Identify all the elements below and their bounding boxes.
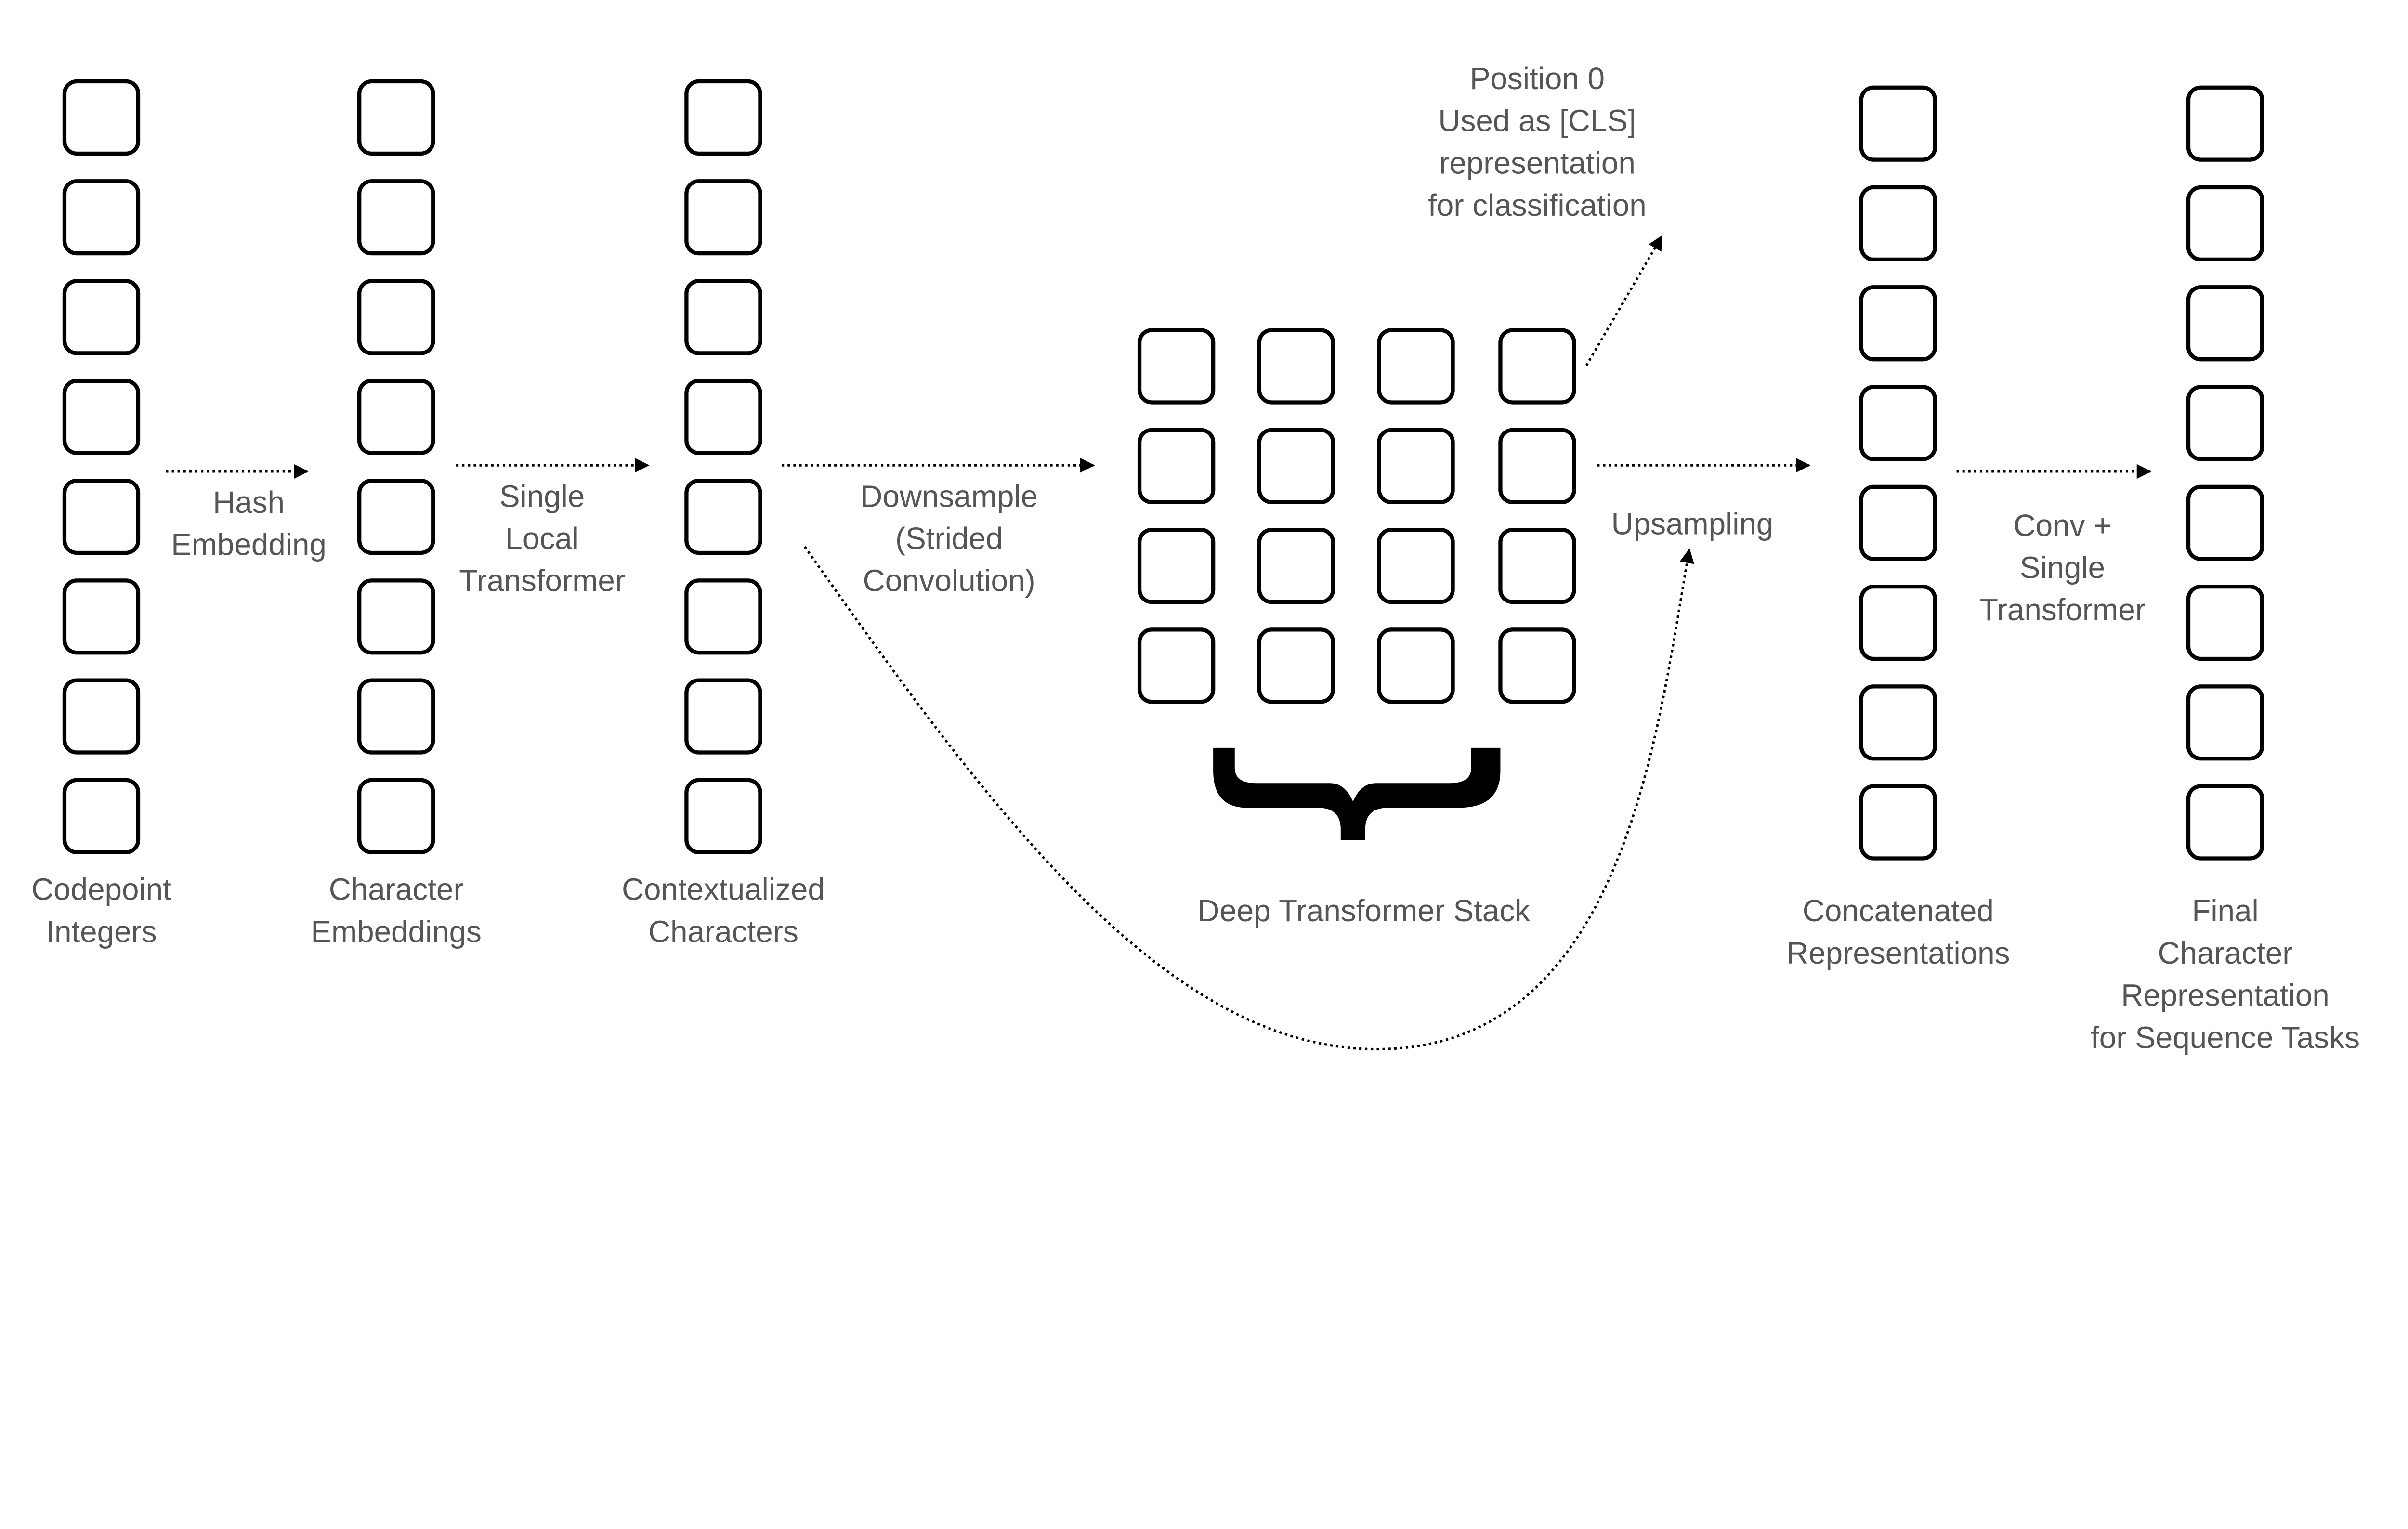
contextualized-cell	[684, 179, 762, 256]
char-emb-cell	[357, 279, 435, 355]
concatenated-label: Representations	[1786, 936, 2010, 970]
transformer-stack-cell	[1377, 428, 1455, 504]
final-cell	[2186, 385, 2264, 461]
concatenated-cell	[1859, 385, 1937, 461]
codepoint-cell	[62, 778, 141, 854]
codepoint-cell	[62, 578, 141, 655]
final-cell	[2186, 684, 2264, 761]
cls-arrow	[1585, 235, 1663, 366]
concatenated-cell	[1859, 185, 1937, 262]
downsample-label: Downsample	[860, 479, 1038, 513]
hash-embedding-label: Embedding	[171, 527, 327, 562]
single-local-transformer-label: Local	[505, 521, 578, 556]
final-label: Character	[2158, 936, 2293, 970]
contextualized-cell	[684, 478, 762, 555]
transformer-stack-cell	[1137, 328, 1216, 405]
single-local-transformer-label: Single	[499, 479, 585, 513]
final-cell	[2186, 85, 2264, 162]
hash-embedding-label: Hash	[213, 485, 285, 520]
concatenated-cell	[1859, 484, 1937, 561]
final-label: Representation	[2121, 978, 2329, 1013]
concatenated-cell	[1859, 784, 1937, 861]
char-emb-cell	[357, 778, 435, 854]
upsampling-label: Upsampling	[1611, 507, 1774, 541]
transformer-stack-cell	[1498, 527, 1576, 604]
contextualized-label: Contextualized	[622, 872, 825, 907]
concatenated-cell	[1859, 85, 1937, 162]
concatenated-cell	[1859, 684, 1937, 761]
transformer-stack-cell	[1257, 627, 1335, 704]
contextualized-cell	[684, 79, 762, 156]
transformer-stack-cell	[1498, 328, 1576, 405]
char-emb-label: Character	[329, 872, 464, 907]
downsample-label: (Strided	[895, 521, 1003, 556]
final-label: Final	[2192, 893, 2258, 928]
conv-single-transformer-label: Single	[2020, 550, 2105, 585]
contextualized-cell	[684, 578, 762, 655]
contextualized-cell	[684, 279, 762, 355]
codepoint-cell	[62, 478, 141, 555]
concatenated-label: Concatenated	[1803, 893, 1994, 928]
cls-position-label: Position 0	[1470, 61, 1605, 96]
cls-position-label: representation	[1439, 145, 1636, 180]
concatenated-cell	[1859, 584, 1937, 661]
transformer-stack-cell	[1377, 527, 1455, 604]
brace-icon	[1213, 747, 1501, 840]
single-local-transformer-label: Transformer	[459, 563, 625, 598]
final-cell	[2186, 584, 2264, 661]
residual-skip-arrow	[803, 546, 1694, 1051]
final-label: for Sequence Tasks	[2091, 1020, 2360, 1055]
conv-single-transformer-label: Transformer	[1979, 592, 2146, 627]
contextualized-cell	[684, 678, 762, 755]
codepoint-cell	[62, 279, 141, 355]
final-cell	[2186, 784, 2264, 861]
codepoint-cell	[62, 379, 141, 455]
transformer-stack-cell	[1257, 527, 1335, 604]
conv-single-transformer-label: Conv +	[2014, 508, 2112, 543]
final-cell	[2186, 185, 2264, 262]
codepoint-cell	[62, 678, 141, 755]
transformer-stack-cell	[1377, 328, 1455, 405]
cls-position-label: Used as [CLS]	[1438, 104, 1636, 138]
transformer-stack-cell	[1377, 627, 1455, 704]
codepoint-cell	[62, 179, 141, 256]
transformer-stack-cell	[1257, 428, 1335, 504]
deep-transformer-stack-label: Deep Transformer Stack	[1197, 893, 1530, 928]
char-emb-cell	[357, 79, 435, 156]
codepoint-label: Codepoint	[31, 872, 171, 907]
contextualized-label: Characters	[648, 914, 798, 949]
final-cell	[2186, 484, 2264, 561]
transformer-stack-cell	[1137, 527, 1216, 604]
final-cell	[2186, 285, 2264, 362]
char-emb-cell	[357, 578, 435, 655]
char-emb-cell	[357, 179, 435, 256]
codepoint-cell	[62, 79, 141, 156]
transformer-stack-cell	[1137, 428, 1216, 504]
contextualized-cell	[684, 379, 762, 455]
char-emb-cell	[357, 478, 435, 555]
contextualized-cell	[684, 778, 762, 854]
char-emb-label: Embeddings	[311, 914, 481, 949]
concatenated-cell	[1859, 285, 1937, 362]
transformer-stack-cell	[1137, 627, 1216, 704]
char-emb-cell	[357, 678, 435, 755]
canine-architecture-diagram: CodepointIntegersCharacterEmbeddingsCont…	[31, 61, 2360, 1055]
codepoint-label: Integers	[46, 914, 157, 949]
cls-position-label: for classification	[1428, 188, 1647, 222]
downsample-label: Convolution)	[863, 563, 1035, 598]
transformer-stack-cell	[1498, 627, 1576, 704]
char-emb-cell	[357, 379, 435, 455]
transformer-stack-cell	[1257, 328, 1335, 405]
transformer-stack-cell	[1498, 428, 1576, 504]
